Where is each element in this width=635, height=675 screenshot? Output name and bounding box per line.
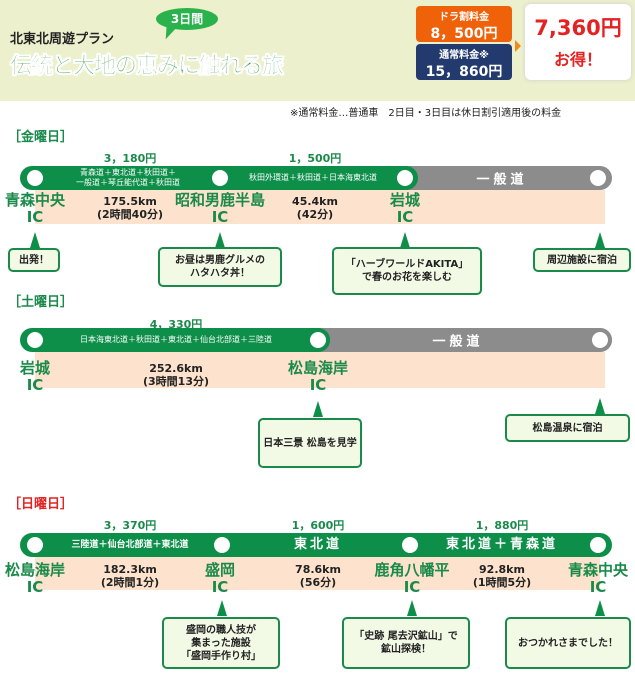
day1-label: ［金曜日］ xyxy=(8,130,74,145)
fare: 4，330円 xyxy=(149,318,203,331)
ic-node xyxy=(23,328,47,352)
route-band xyxy=(35,557,600,590)
road-label: 東北道＋青森道 xyxy=(445,537,559,552)
route-band xyxy=(35,190,605,224)
dora-price-box: ドラ割料金 8，500円 xyxy=(416,6,512,42)
ic-node xyxy=(588,328,612,352)
fare: 1，600円 xyxy=(291,519,345,532)
pointer-icon xyxy=(313,401,323,417)
callout: お昼は男鹿グルメの ハタハタ丼！ xyxy=(158,247,282,287)
ic-node xyxy=(393,166,417,190)
road-label: 青森道＋東北道＋秋田道＋ 一般道＋琴丘能代道＋秋田道 xyxy=(76,168,180,187)
normal-price-box: 通常料金※ 15，860円 xyxy=(416,44,512,80)
callout: 盛岡の職人技が 集まった施設 「盛岡手作り村」 xyxy=(162,617,280,669)
pointer-icon xyxy=(217,600,227,616)
distance: 182.3km(2時間1分) xyxy=(100,563,160,589)
ic-node xyxy=(586,166,610,190)
ic-node xyxy=(23,166,47,190)
callout: 「ハーブワールドAKITA」 で春のお花を楽しむ xyxy=(332,247,482,295)
arrow-icon xyxy=(515,40,521,52)
saving-box: 7,360円 お得！ xyxy=(525,4,631,80)
road-label: 三陸道＋仙台北部道＋東北道 xyxy=(71,540,189,550)
local-road-bar xyxy=(395,166,612,190)
expressway-bar xyxy=(20,328,330,352)
road-label: 秋田外環道＋秋田道＋日本海東北道 xyxy=(249,173,377,182)
ic-node xyxy=(398,533,422,557)
pointer-icon xyxy=(595,232,605,248)
normal-price: 15，860円 xyxy=(425,64,503,80)
days-badge: 3日間 xyxy=(156,8,218,30)
day2-label: ［土曜日］ xyxy=(8,295,74,310)
callout: 松島温泉に宿泊 xyxy=(505,414,630,442)
pointer-icon xyxy=(595,398,605,414)
fare: 1，500円 xyxy=(288,152,342,165)
ic-node xyxy=(306,328,330,352)
plan-title: 伝統と大地の恵みに触れる旅 xyxy=(10,54,285,80)
road-label: 東北道 xyxy=(293,537,343,552)
pointer-icon xyxy=(30,232,40,248)
road-label: 一般道 xyxy=(476,172,528,188)
ic-node xyxy=(586,533,610,557)
saving-label: お得！ xyxy=(553,50,602,69)
fare: 3，180円 xyxy=(103,152,157,165)
distance: 45.4km(42分) xyxy=(292,195,338,221)
dora-price: 8，500円 xyxy=(430,26,498,42)
ic-node xyxy=(23,533,47,557)
dora-label: ドラ割料金 xyxy=(439,12,489,23)
fare: 3，370円 xyxy=(103,519,157,532)
saving-amount: 7,360円 xyxy=(534,16,622,40)
fare-note: ※通常料金…普通車 2日目・3日目は休日割引適用後の料金 xyxy=(290,108,562,119)
local-road-bar xyxy=(305,328,612,352)
callout: 「史跡 尾去沢鉱山」で 鉱山探検！ xyxy=(342,617,470,669)
normal-label: 通常料金※ xyxy=(439,50,489,61)
ic-node xyxy=(210,533,234,557)
pointer-icon xyxy=(215,232,225,248)
pointer-icon xyxy=(400,232,410,248)
distance: 92.8km(1時間5分) xyxy=(472,563,532,589)
fare: 1，880円 xyxy=(475,519,529,532)
distance: 78.6km(56分) xyxy=(295,563,341,589)
road-label: 一般道 xyxy=(432,334,484,350)
pointer-icon xyxy=(407,600,417,616)
pointer-icon xyxy=(595,600,605,616)
expressway-bar xyxy=(20,533,612,557)
distance: 175.5km(2時間40分) xyxy=(96,195,164,221)
route-band xyxy=(35,352,605,388)
road-label: 日本海東北道＋秋田道＋東北道＋仙台北部道＋三陸道 xyxy=(80,335,272,344)
ic-node xyxy=(208,166,232,190)
callout: 周辺施設に宿泊 xyxy=(533,248,631,272)
callout: おつかれさまでした！ xyxy=(505,617,631,669)
distance: 252.6km(3時間13分) xyxy=(142,362,210,388)
day3-label: ［日曜日］ xyxy=(8,497,74,512)
plan-subtitle: 北東北周遊プラン xyxy=(10,32,115,47)
callout: 日本三景 松島を見学 xyxy=(258,418,362,468)
callout: 出発！ xyxy=(8,248,60,272)
